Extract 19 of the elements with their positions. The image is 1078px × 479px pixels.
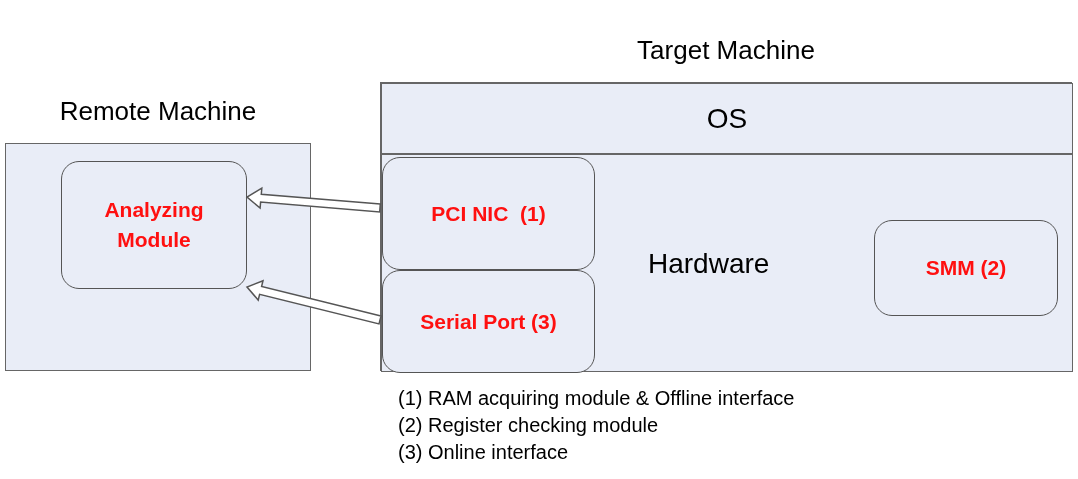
- layer-label: Hardware: [648, 247, 770, 281]
- layer-label: OS: [706, 101, 748, 136]
- module-box: [382, 270, 595, 373]
- module-label: PCI NIC (1): [431, 200, 546, 227]
- footnote: (3) Online interface: [398, 440, 570, 465]
- module-box: [61, 161, 247, 289]
- block-arrow: [245, 279, 382, 325]
- footnote: (2) Register checking module: [398, 413, 660, 438]
- module-label: SMM (2): [925, 255, 1007, 281]
- footnote: (1) RAM acquiring module & Offline interface: [398, 386, 795, 411]
- hardware-layer: [381, 154, 1073, 372]
- module-label: Analyzing Module: [103, 197, 205, 253]
- machine-heading: Target Machine: [637, 34, 815, 67]
- module-box: [382, 157, 595, 270]
- os-layer: [381, 83, 1073, 154]
- module-label: Serial Port (3): [420, 308, 557, 335]
- block-arrow: [245, 186, 382, 213]
- module-box: [874, 220, 1058, 316]
- machine-heading: Remote Machine: [59, 95, 257, 128]
